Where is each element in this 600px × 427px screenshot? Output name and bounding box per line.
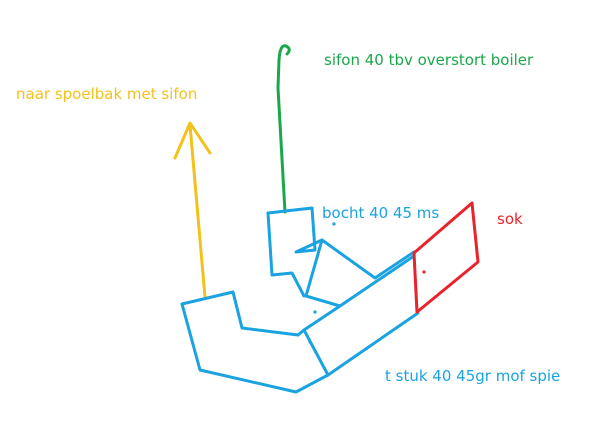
green-pipe-line: [276, 44, 291, 214]
bend-inner: [296, 238, 342, 337]
tee-dot-1: [313, 310, 317, 314]
tee-body: [180, 302, 420, 394]
bend-outline: [266, 206, 416, 280]
yellow-arrow: [173, 121, 212, 299]
tee-outline: [180, 290, 300, 337]
label-sleeve: sok: [497, 210, 523, 228]
bend-dot: [332, 222, 336, 226]
label-siphon-boiler: sifon 40 tbv overstort boiler: [324, 51, 534, 69]
red-sleeve: [412, 201, 480, 314]
bend-left-wall: [266, 211, 306, 298]
tee-top-edge: [338, 254, 416, 308]
tee-divider: [302, 328, 330, 377]
label-bend: bocht 40 45 ms: [322, 204, 439, 222]
tee-dot-2: [308, 340, 312, 344]
label-to-sink: naar spoelbak met sifon: [16, 85, 197, 103]
blue-fittings: [180, 206, 420, 394]
label-tee: t stuk 40 45gr mof spie: [385, 367, 560, 385]
